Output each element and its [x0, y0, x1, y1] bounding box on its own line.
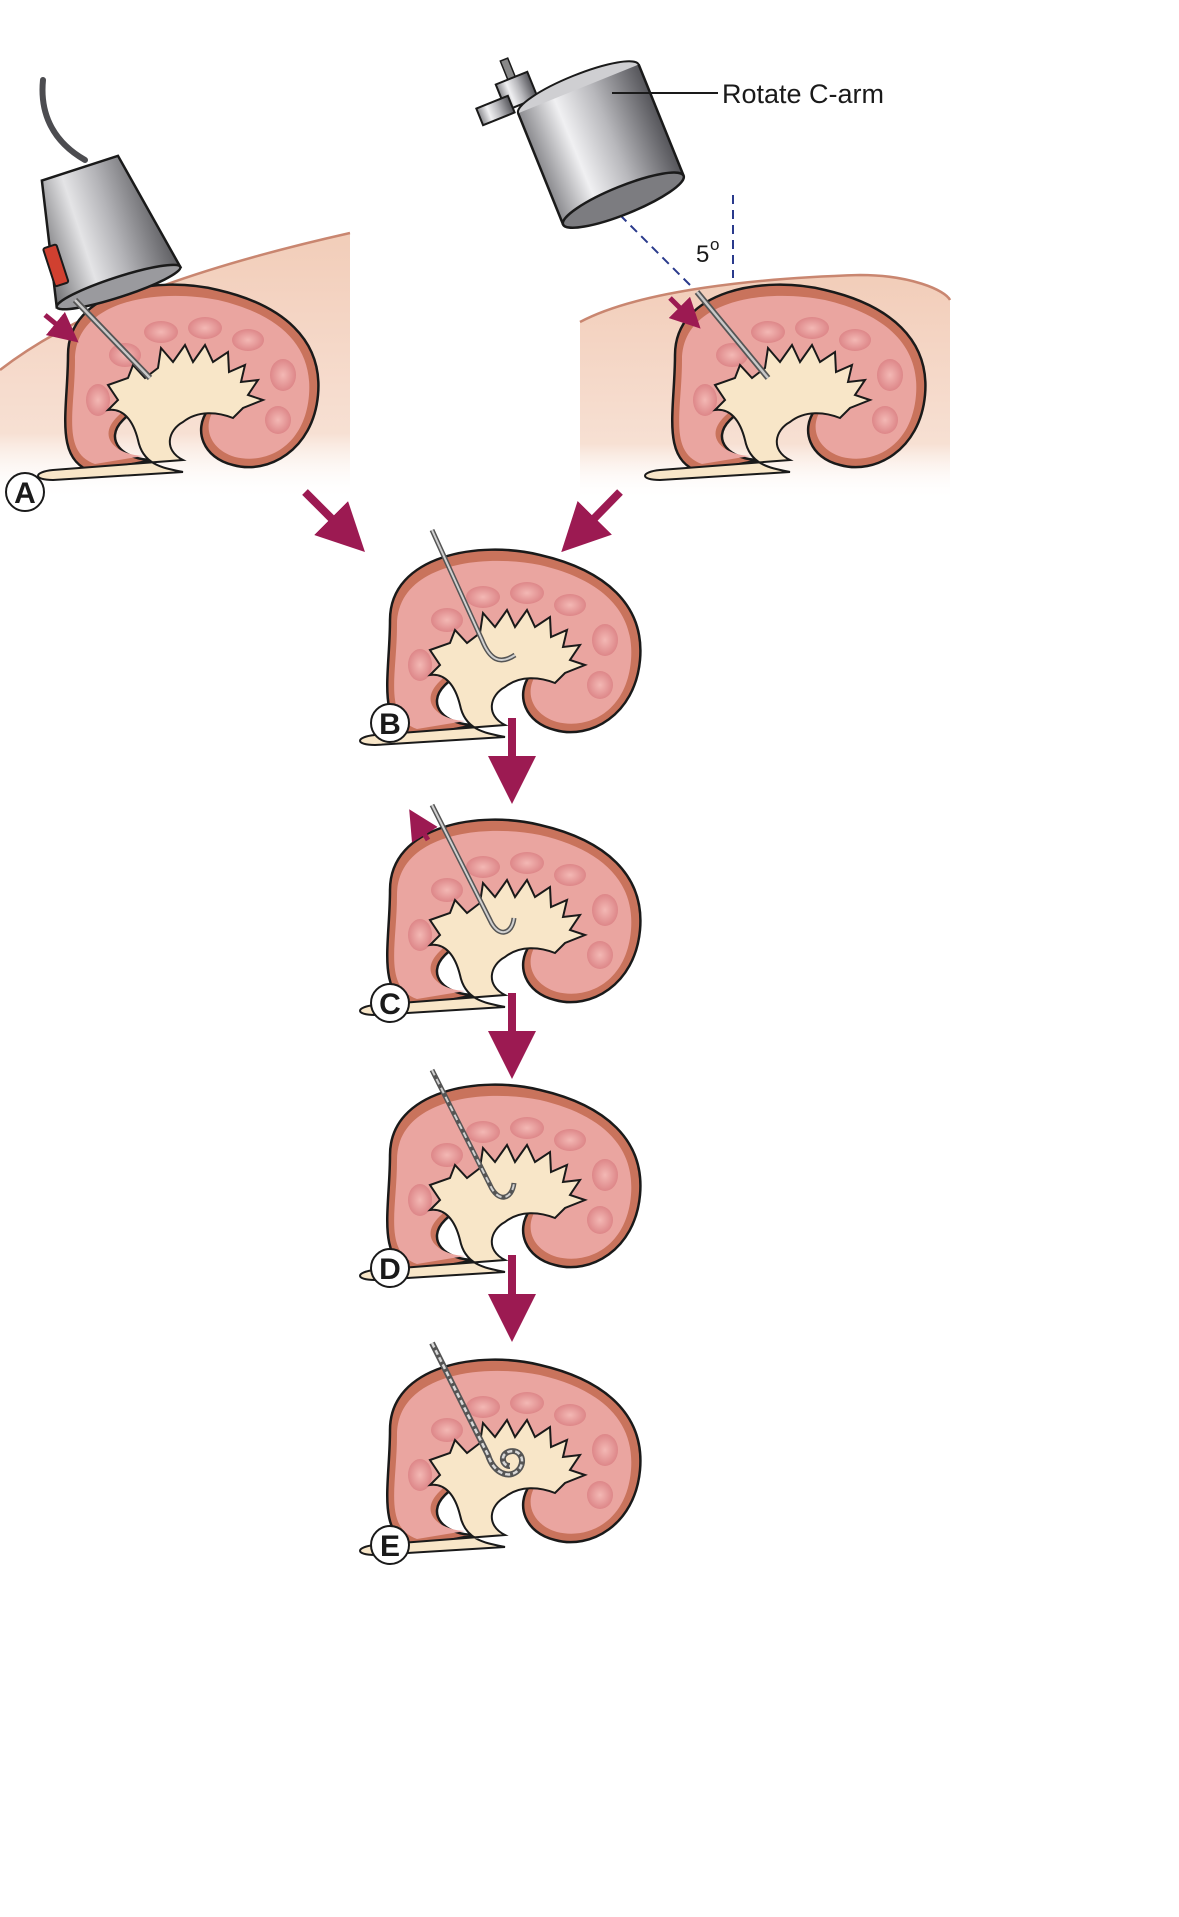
kidney-c	[358, 818, 642, 1017]
flow-arrow-left	[302, 489, 365, 552]
panel-d-dilation: D	[358, 1068, 642, 1288]
step-marker-a	[5, 472, 45, 512]
step-marker-e	[370, 1525, 410, 1565]
angle-value: 5	[696, 241, 709, 268]
ultrasound-cable	[39, 77, 88, 163]
kidney-d	[358, 1083, 642, 1282]
step-marker-b	[370, 703, 410, 743]
step-label-e: E	[380, 1530, 400, 1563]
step-label-a: A	[14, 477, 36, 510]
c-arm-icon	[475, 57, 686, 229]
step-label-c: C	[379, 988, 401, 1021]
angle-unit: o	[710, 235, 719, 254]
panel-a-fluoroscopy: 5 o Rotate C-arm	[475, 57, 952, 500]
c-arm-label: Rotate C-arm	[722, 79, 884, 109]
entry-arrow-a2	[668, 296, 701, 329]
step-label-d: D	[379, 1253, 401, 1286]
flow-arrow-right	[561, 489, 623, 553]
withdraw-arrow	[409, 809, 438, 843]
panel-e-catheter: E	[358, 1341, 642, 1565]
panel-a-ultrasound: A	[0, 77, 351, 512]
step-marker-c	[370, 983, 410, 1023]
ultrasound-probe-icon	[40, 154, 183, 311]
entry-arrow-a	[43, 311, 79, 343]
step-label-b: B	[379, 708, 401, 741]
beam-guide-line	[619, 214, 691, 286]
panel-c-needle-withdrawal: C	[358, 803, 642, 1023]
step-marker-d	[370, 1248, 410, 1288]
panel-b-guidewire: B	[358, 528, 642, 747]
skin-edge-a2	[579, 273, 952, 324]
